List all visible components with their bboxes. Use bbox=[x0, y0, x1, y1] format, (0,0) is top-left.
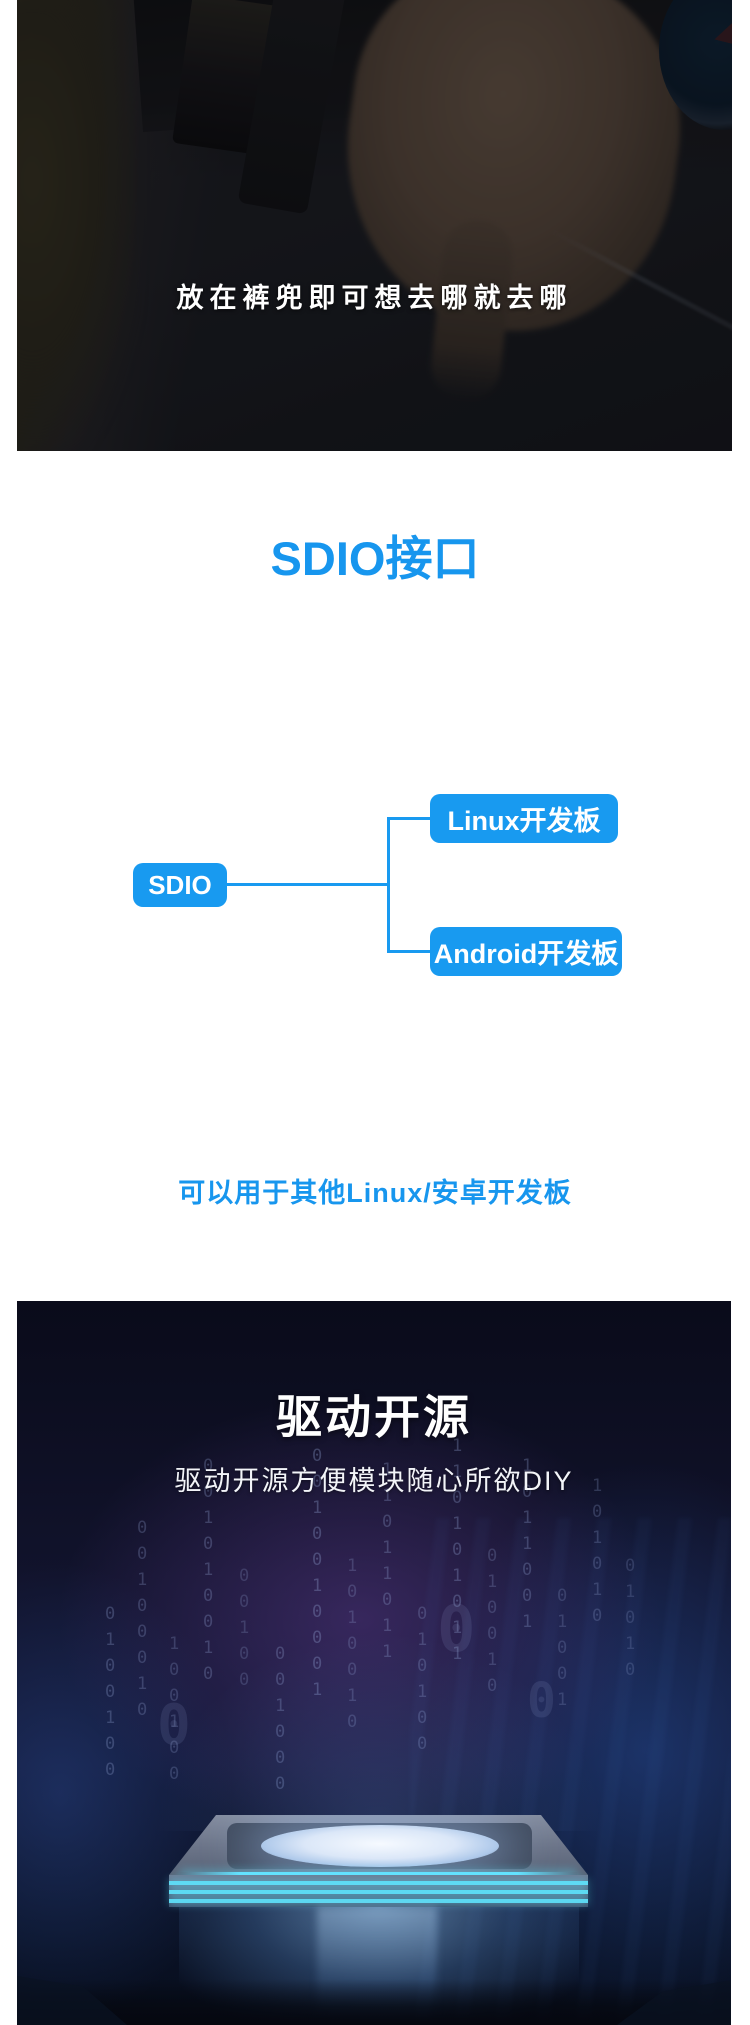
rain-column: 0 1 0 0 1 0 0 bbox=[105, 1604, 116, 1780]
rain-column: 0 1 0 0 1 0 bbox=[487, 1546, 498, 1696]
rain-column: 0 1 0 1 0 0 bbox=[417, 1604, 428, 1754]
rain-column: 1 0 0 1 0 0 bbox=[169, 1631, 179, 1787]
diagram-connector-top bbox=[387, 817, 430, 820]
ghost-digit: 0 bbox=[527, 1673, 556, 1729]
ghost-digit: 0 bbox=[157, 1693, 191, 1758]
background-foliage bbox=[17, 0, 137, 451]
chip-side-band bbox=[169, 1875, 588, 1907]
rain-column: 1 1 0 1 1 0 1 1 bbox=[382, 1460, 393, 1662]
rain-column: 1 0 1 0 0 1 0 bbox=[347, 1556, 358, 1732]
diagram-node-android: Android开发板 bbox=[430, 927, 622, 976]
sdio-section-title: SDIO接口 bbox=[270, 532, 480, 585]
chip-light-beam bbox=[154, 1631, 604, 1831]
diagram-connector-bottom bbox=[387, 950, 430, 953]
chip-top-face bbox=[169, 1815, 588, 1875]
driver-open-source-section: 0 1 0 0 1 0 00 0 1 0 0 0 1 01 0 0 1 0 00… bbox=[17, 1301, 731, 2025]
rain-column: 0 0 1 0 0 bbox=[239, 1566, 250, 1690]
circuit-floor bbox=[17, 1979, 731, 2025]
diagram-connector-main bbox=[227, 883, 390, 886]
rain-column: 0 0 1 0 1 0 0 1 0 bbox=[203, 1456, 214, 1684]
diagram-connector-vertical bbox=[387, 817, 390, 953]
rain-column: 0 0 1 0 0 0 bbox=[275, 1641, 285, 1797]
binary-rain: 0 1 0 0 1 0 00 0 1 0 0 0 1 01 0 0 1 0 00… bbox=[17, 1301, 731, 2025]
rain-column: 0 0 1 0 0 1 0 0 0 1 bbox=[312, 1446, 323, 1700]
chip-cyan-stripe bbox=[169, 1899, 588, 1903]
diagram-root-node: SDIO bbox=[133, 863, 227, 907]
driver-section-subtitle: 驱动开源方便模块随心所欲DIY bbox=[174, 1466, 574, 1496]
driver-section-title: 驱动开源 bbox=[276, 1391, 472, 1443]
rain-column: 0 1 0 1 0 bbox=[625, 1556, 636, 1680]
sdio-note-text: 可以用于其他Linux/安卓开发板 bbox=[178, 1178, 572, 1208]
chip-cyan-stripe bbox=[169, 1881, 588, 1885]
rain-column: 1 0 1 0 1 0 bbox=[592, 1476, 603, 1626]
rain-column: 1 1 0 1 0 1 0 1 1 bbox=[452, 1436, 463, 1664]
rain-column: 1 0 1 1 0 0 1 bbox=[522, 1456, 533, 1632]
rain-column: 0 0 1 0 0 0 1 0 bbox=[137, 1518, 148, 1720]
rain-column: 0 1 0 0 1 bbox=[557, 1586, 568, 1710]
hero-caption: 放在裤兜即可想去哪就去哪 bbox=[176, 283, 573, 313]
hero-photo: 放在裤兜即可想去哪就去哪 bbox=[17, 0, 732, 451]
diagram-node-linux: Linux开发板 bbox=[430, 794, 618, 843]
ghost-digit: 0 bbox=[437, 1593, 476, 1667]
photo-dark-overlay bbox=[17, 0, 732, 451]
chip-edge-highlight bbox=[180, 1872, 577, 1876]
chip-cyan-stripe bbox=[169, 1890, 588, 1894]
chip-glow-ellipse bbox=[261, 1825, 499, 1867]
